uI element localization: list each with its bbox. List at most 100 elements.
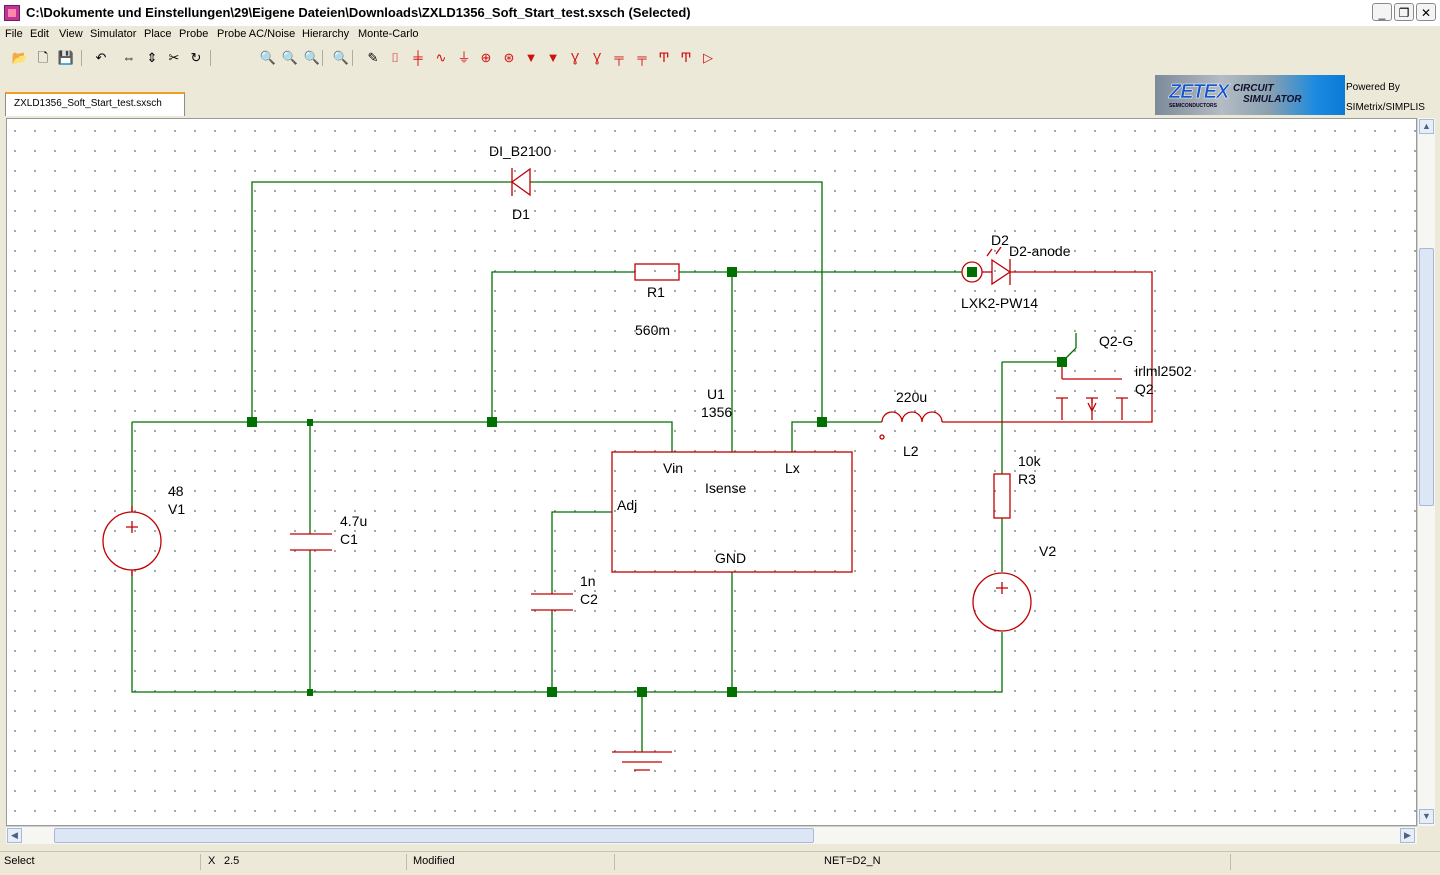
wire[interactable] <box>251 181 512 422</box>
v1-value-label: 48 <box>168 483 184 499</box>
maximize-button[interactable]: ❐ <box>1394 3 1414 21</box>
resistor-r1[interactable] <box>634 263 680 281</box>
save-disk-icon[interactable]: 💾 <box>57 50 75 65</box>
new-file-icon[interactable]: 🗋 <box>37 50 49 65</box>
zoom-box-icon[interactable]: 🔍 <box>281 50 299 65</box>
voltage-source-v2[interactable] <box>972 572 1032 632</box>
q2-probe-label: Q2-G <box>1099 333 1133 349</box>
wire[interactable] <box>791 421 882 452</box>
status-divider <box>614 854 615 870</box>
undo-icon[interactable]: ↶ <box>95 50 107 65</box>
junction-dot <box>727 687 737 697</box>
circuit-word: CIRCUIT <box>1233 83 1274 94</box>
l2-value-label: 220u <box>896 389 927 405</box>
d1-model-label: DI_B2100 <box>489 143 551 159</box>
open-folder-icon[interactable]: 📂 <box>11 50 29 65</box>
toolbar-separator <box>81 50 82 66</box>
rotate-icon[interactable]: ↻ <box>190 50 202 65</box>
voltage-source-v1[interactable] <box>102 506 162 576</box>
toolbar-separator <box>322 50 323 66</box>
scroll-right-icon[interactable]: ▶ <box>1400 828 1415 843</box>
ic-u1[interactable] <box>611 451 853 573</box>
schematic-canvas[interactable]: DI_B2100 D1 R1 560m U1 1356 Vin Lx Isens… <box>6 118 1417 826</box>
zoom-full-icon[interactable]: 🔍 <box>259 50 277 65</box>
horizontal-scroll-thumb[interactable] <box>54 828 814 843</box>
capacitor-c1[interactable] <box>290 532 332 552</box>
wire[interactable] <box>530 181 823 422</box>
scroll-up-icon[interactable]: ▲ <box>1419 119 1434 134</box>
wire[interactable] <box>132 421 673 452</box>
place-ground-icon[interactable]: ⏚ <box>457 50 471 65</box>
menu-hierarchy[interactable]: Hierarchy <box>302 28 350 40</box>
place-nmos-icon[interactable]: ╤ <box>614 50 624 65</box>
led-d2[interactable] <box>961 246 1153 423</box>
menu-probe-ac-noise[interactable]: Probe AC/Noise <box>217 28 296 40</box>
place-probe-icon[interactable]: Ͳ <box>680 50 692 65</box>
place-capacitor-icon[interactable]: ╪ <box>413 50 423 65</box>
place-zener-diode-icon[interactable]: ▼ <box>546 50 560 65</box>
flip-vertical-icon[interactable]: ⇕ <box>146 50 158 65</box>
junctions <box>247 267 1067 697</box>
d2-model-label: LXK2-PW14 <box>961 295 1038 311</box>
junction-dot <box>307 689 313 696</box>
wire-pencil-icon[interactable]: ✎ <box>367 50 379 65</box>
menu-view[interactable]: View <box>59 28 83 40</box>
place-pmos-icon[interactable]: ╤ <box>637 50 647 65</box>
capacitor-c2[interactable] <box>531 592 573 612</box>
menu-probe[interactable]: Probe <box>179 28 209 40</box>
r3-value-label: 10k <box>1018 453 1042 469</box>
place-resistor-icon[interactable]: ⌷ <box>391 50 399 65</box>
place-arrow-icon[interactable]: ▷ <box>703 50 713 65</box>
junction-dot <box>727 267 737 277</box>
mosfet-q2[interactable] <box>1056 362 1128 423</box>
flip-horizontal-icon[interactable]: ⇔ <box>122 50 136 65</box>
menu-place[interactable]: Place <box>144 28 172 40</box>
c2-value-label: 1n <box>580 573 596 589</box>
scroll-left-icon[interactable]: ◀ <box>7 828 22 843</box>
u1-vin-pin: Vin <box>663 460 683 476</box>
zetex-subtitle: SEMICONDUCTORS <box>1169 103 1217 109</box>
junction-dot <box>1057 357 1067 367</box>
vertical-scroll-thumb[interactable] <box>1419 248 1434 506</box>
place-pnp-icon[interactable]: Ɣ <box>592 50 602 65</box>
simetrix-label: SIMetrix/SIMPLIS <box>1346 102 1425 113</box>
r3-ref-label: R3 <box>1018 471 1036 487</box>
inductor-l2[interactable] <box>879 411 1062 440</box>
wire[interactable] <box>491 271 635 422</box>
menu-simulator[interactable]: Simulator <box>90 28 137 40</box>
u1-isense-pin: Isense <box>705 480 746 496</box>
zoom-in-icon[interactable]: 🔍 <box>332 50 350 65</box>
l2-ref-label: L2 <box>903 443 919 459</box>
u1-adj-pin: Adj <box>617 497 637 513</box>
minimize-button[interactable]: _ <box>1372 3 1392 21</box>
junction-dot <box>967 267 977 277</box>
place-voltage-source-icon[interactable]: ⊕ <box>480 50 492 65</box>
place-inductor-icon[interactable]: ∿ <box>435 50 447 65</box>
vertical-scrollbar[interactable]: ▲ ▼ <box>1417 118 1435 826</box>
status-divider <box>1230 854 1231 870</box>
close-button[interactable]: ✕ <box>1416 3 1436 21</box>
resistor-r3[interactable] <box>993 473 1011 519</box>
menu-file[interactable]: File <box>5 28 23 40</box>
horizontal-scrollbar[interactable]: ◀ ▶ <box>6 826 1417 844</box>
place-terminal-icon[interactable]: Ͳ <box>658 50 670 65</box>
place-npn-icon[interactable]: Ɣ <box>570 50 580 65</box>
zoom-out-icon[interactable]: 🔍 <box>303 50 321 65</box>
menu-edit[interactable]: Edit <box>30 28 49 40</box>
wire[interactable] <box>131 570 1003 693</box>
place-current-source-icon[interactable]: ⊛ <box>503 50 515 65</box>
menu-bar: File Edit View Simulator Place Probe Pro… <box>0 26 1440 44</box>
place-diode-icon[interactable]: ▼ <box>524 50 538 65</box>
tab-schematic[interactable]: ZXLD1356_Soft_Start_test.sxsch <box>5 92 185 116</box>
c2-ref-label: C2 <box>580 591 598 607</box>
scroll-down-icon[interactable]: ▼ <box>1419 809 1434 824</box>
wire[interactable] <box>551 511 612 592</box>
toolbar-separator <box>210 50 211 66</box>
ground-symbol[interactable] <box>612 751 672 771</box>
diode-d1[interactable] <box>510 167 531 197</box>
d2-probe-label: D2-anode <box>1009 243 1071 259</box>
cut-icon[interactable]: ✂ <box>168 50 180 65</box>
menu-monte-carlo[interactable]: Monte-Carlo <box>358 28 419 40</box>
